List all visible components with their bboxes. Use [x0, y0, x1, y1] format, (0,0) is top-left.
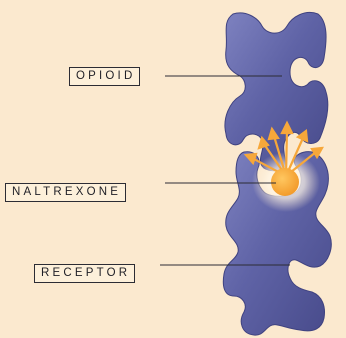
naltrexone-label: NALTREXONE	[5, 183, 126, 202]
opioid-label: OPIOID	[69, 67, 140, 86]
receptor-label: RECEPTOR	[34, 264, 135, 283]
naltrexone-molecule	[271, 168, 299, 196]
